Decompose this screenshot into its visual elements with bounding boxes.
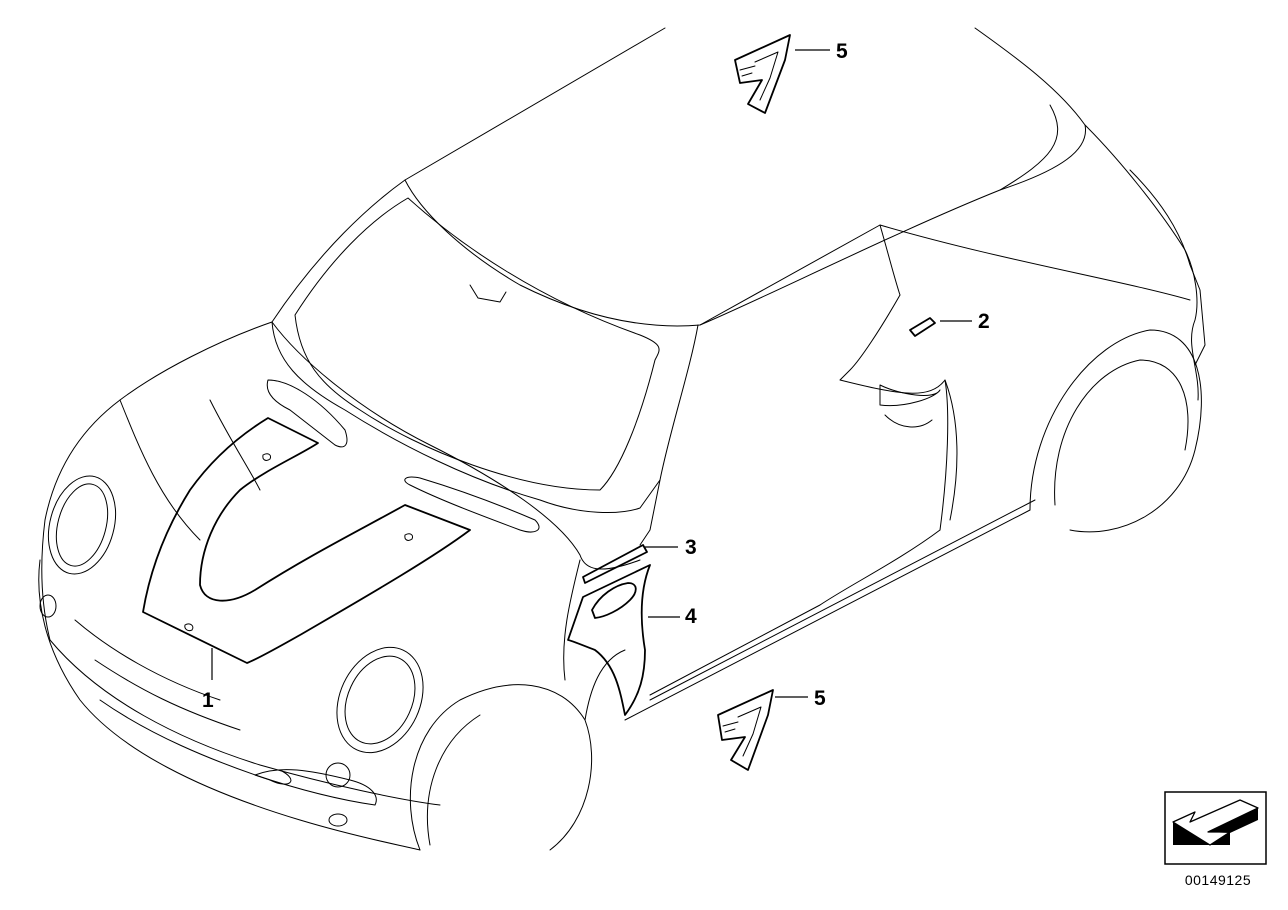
number-7-decal-top — [734, 34, 791, 114]
fender-stripe — [582, 544, 648, 584]
callout-1: 1 — [202, 689, 214, 712]
callout-5-bottom: 5 — [814, 687, 826, 710]
diagram-id-label: 00149125 — [1184, 872, 1252, 888]
car-outline — [38, 27, 1206, 851]
number-7-decal-bottom — [717, 689, 774, 771]
callout-4: 4 — [685, 605, 697, 628]
callout-2: 2 — [978, 310, 990, 333]
callout-5-top: 5 — [836, 40, 848, 63]
fender-decal — [567, 564, 651, 716]
callout-3: 3 — [685, 536, 697, 559]
leader-lines — [211, 49, 972, 698]
back-arrow-icon[interactable] — [1164, 791, 1267, 865]
side-emblem — [909, 317, 936, 337]
bonnet-stripe-decal — [142, 417, 471, 664]
